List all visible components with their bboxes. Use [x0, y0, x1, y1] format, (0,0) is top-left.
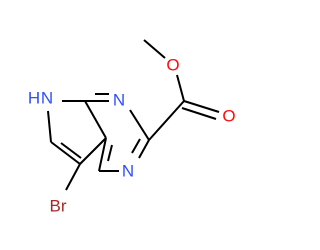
- atom-label-n-bottom: N: [122, 162, 134, 181]
- chemical-structure: H N N N O O Br: [28, 39, 236, 216]
- bond-c4-c4a-inner: [107, 144, 113, 162]
- bond-n1-c2: [129, 109, 150, 141]
- atom-label-n-pyrrole: N: [41, 89, 53, 108]
- bond-c4a-c7a: [84, 100, 107, 139]
- bond-c5-br: [65, 163, 81, 191]
- atom-label-o-ester: O: [166, 56, 179, 75]
- atom-label-n-top: N: [113, 91, 125, 110]
- bond-lines: [47, 39, 220, 191]
- bond-ccarbonyl-o-double-a: [183, 100, 220, 113]
- bond-oester-methyl: [143, 39, 166, 59]
- bond-c5-c4a: [79, 137, 107, 165]
- atom-label-h: H: [28, 89, 40, 108]
- bond-c2-ccarbonyl: [148, 100, 185, 141]
- bond-c2-n3: [138, 139, 150, 159]
- atom-label-o-carbonyl: O: [222, 107, 235, 126]
- bond-c4-c4a: [98, 137, 107, 172]
- bond-c6-c5-inner: [60, 142, 82, 159]
- bond-ccarbonyl-o-double-b: [181, 107, 217, 120]
- bond-n7-c6: [47, 110, 52, 143]
- bond-c6-c5: [50, 141, 81, 165]
- bond-c2-n3-inner: [131, 138, 141, 154]
- atom-label-br: Br: [50, 197, 67, 216]
- bond-ccarbonyl-oester: [176, 74, 185, 102]
- atom-labels: H N N N O O Br: [28, 56, 236, 216]
